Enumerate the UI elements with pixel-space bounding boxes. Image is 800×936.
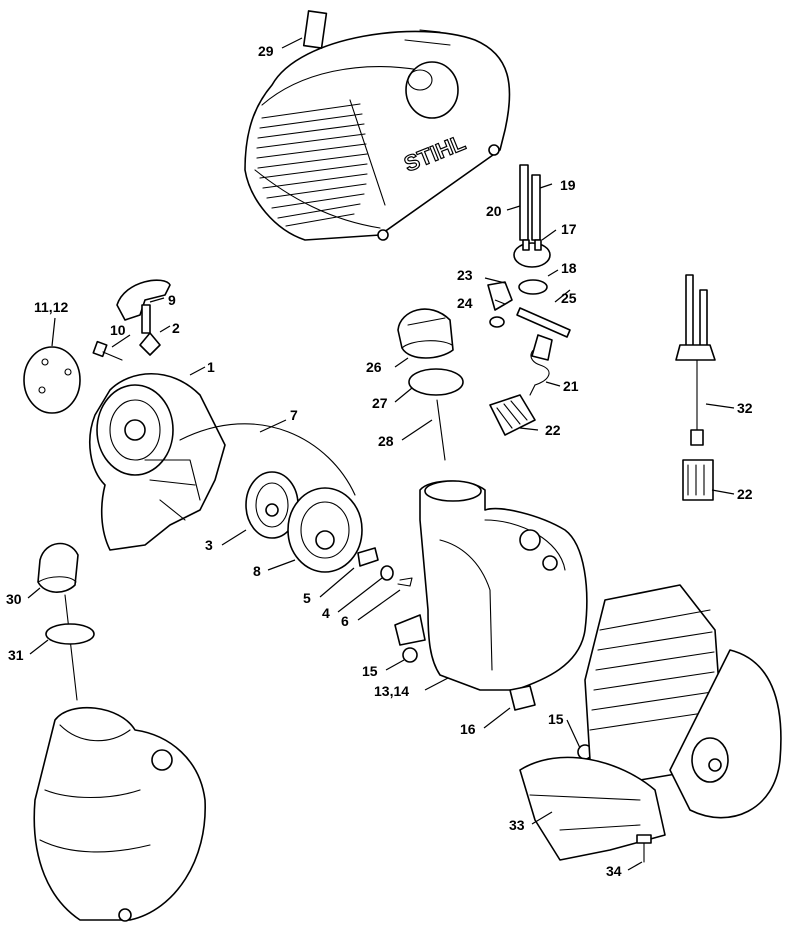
callout-labels: 29 19 20 17 18 23 25 24 11,12 9 10 2 1 7… — [6, 43, 753, 879]
label-plate — [302, 10, 328, 49]
cover-vent-slots — [256, 103, 368, 227]
lower-housing — [33, 706, 206, 922]
callout-2: 2 — [172, 320, 180, 336]
callout-31: 31 — [8, 647, 24, 663]
base-plate — [519, 756, 666, 861]
starter-housing — [89, 373, 226, 551]
pawl — [357, 547, 379, 567]
fitting-16 — [509, 685, 536, 711]
callout-18: 18 — [561, 260, 577, 276]
callout-22b: 22 — [737, 486, 753, 502]
grommet-15a — [402, 647, 418, 663]
callout-23: 23 — [457, 267, 473, 283]
starter-handle — [116, 279, 171, 334]
rope-rotor — [287, 487, 363, 573]
fuel-filter-upper — [489, 394, 536, 436]
guide-plate — [23, 346, 81, 414]
washer-4 — [380, 565, 394, 581]
callout-34: 34 — [606, 863, 622, 879]
callout-27: 27 — [372, 395, 388, 411]
callout-4: 4 — [322, 605, 330, 621]
callout-3: 3 — [205, 537, 213, 553]
engine-cover: STIHL — [244, 29, 511, 241]
screw-10 — [92, 340, 123, 361]
spring-clip-6 — [397, 577, 413, 587]
fuel-cap — [397, 308, 454, 359]
fuel-tank — [394, 480, 588, 691]
callout-26: 26 — [366, 359, 382, 375]
starter-rope — [179, 423, 356, 496]
rope-rotor-washer — [139, 332, 161, 356]
callout-28: 28 — [378, 433, 394, 449]
callout-9: 9 — [168, 292, 176, 308]
o-ring-27 — [408, 368, 464, 396]
engine-block — [584, 584, 782, 819]
callout-16: 16 — [460, 721, 476, 737]
fuel-lines-assembly — [487, 164, 571, 396]
tank-cap-30 — [37, 542, 79, 701]
callout-19: 19 — [560, 177, 576, 193]
callout-11-12: 11,12 — [34, 299, 68, 315]
callout-20: 20 — [486, 203, 502, 219]
callout-29: 29 — [258, 43, 274, 59]
callout-7: 7 — [290, 407, 298, 423]
callout-21: 21 — [563, 378, 579, 394]
callout-5: 5 — [303, 590, 311, 606]
callout-15b: 15 — [548, 711, 564, 727]
callout-1: 1 — [207, 359, 215, 375]
callout-22a: 22 — [545, 422, 561, 438]
callout-6: 6 — [341, 613, 349, 629]
callout-8: 8 — [253, 563, 261, 579]
callout-30: 30 — [6, 591, 22, 607]
pickup-wire-28 — [436, 399, 446, 461]
o-ring-31 — [45, 623, 95, 645]
callout-33: 33 — [509, 817, 525, 833]
callout-10: 10 — [110, 322, 126, 338]
callout-24: 24 — [457, 295, 473, 311]
callout-17: 17 — [561, 221, 577, 237]
callout-13-14: 13,14 — [374, 683, 409, 699]
fuel-line-right — [675, 274, 716, 501]
callout-15a: 15 — [362, 663, 378, 679]
callout-25: 25 — [561, 290, 577, 306]
callout-32: 32 — [737, 400, 753, 416]
leader-lines — [27, 37, 735, 871]
screw-34 — [636, 834, 652, 863]
